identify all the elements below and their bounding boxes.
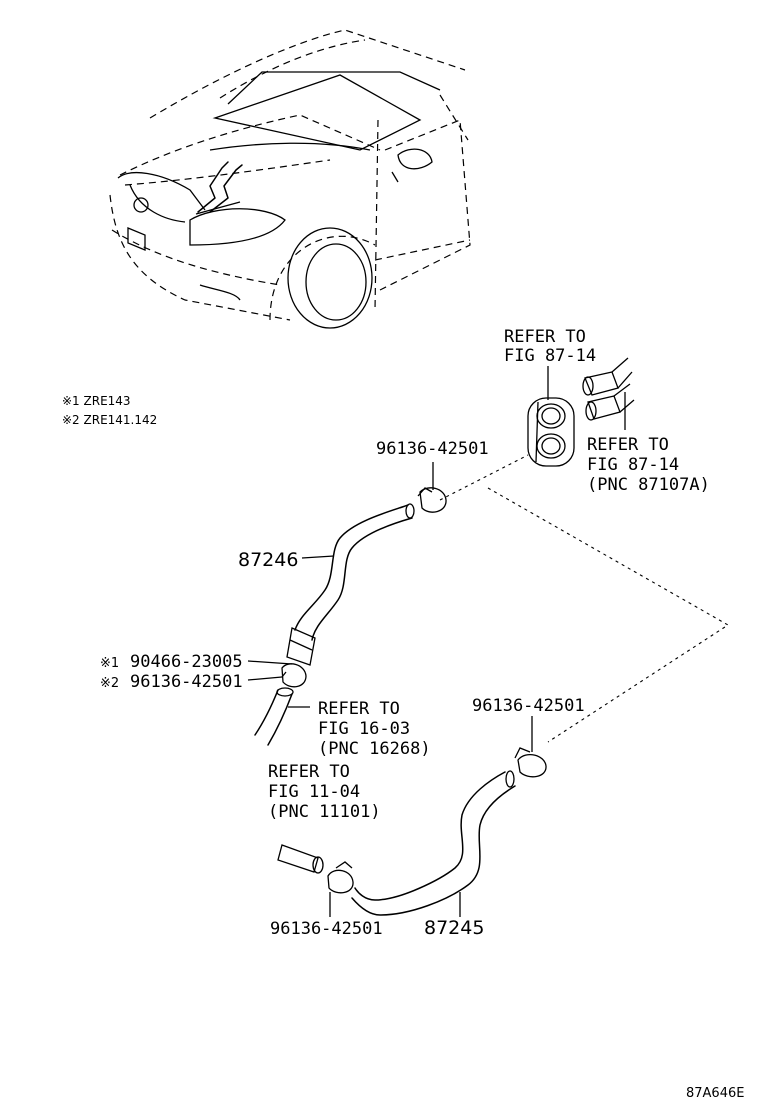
upper-hose-87246 <box>254 487 447 746</box>
part-alt2: 96136-42501 <box>130 672 243 692</box>
vehicle-illustration <box>109 29 471 329</box>
part-hose-87245: 87245 <box>424 917 484 939</box>
heater-unit-connector <box>527 366 575 467</box>
ref-fig1104-line3: (PNC 11101) <box>268 802 381 822</box>
part-clamp-upper: 96136-42501 <box>376 439 489 459</box>
alignment-lines <box>439 454 730 743</box>
heater-pipes <box>582 357 635 430</box>
ref-fig8714-top-line1: REFER TO <box>504 327 586 347</box>
figure-code: 87A646E <box>686 1086 744 1101</box>
ref-fig1603-line3: (PNC 16268) <box>318 739 431 759</box>
ref-fig1104-line1: REFER TO <box>268 762 350 782</box>
legend-note-2: ※2 ZRE141.142 <box>62 413 157 427</box>
ref-fig1603-line1: REFER TO <box>318 699 400 719</box>
ref-fig8714-top-line2: FIG 87-14 <box>504 346 596 366</box>
ref-fig8714-right-line1: REFER TO <box>587 435 669 455</box>
part-hose-87246: 87246 <box>238 549 298 571</box>
part-alt1: 90466-23005 <box>130 652 243 672</box>
lower-hose-87245 <box>277 747 547 916</box>
alt1-mark: ※1 <box>100 656 119 671</box>
ref-fig1104-line2: FIG 11-04 <box>268 782 360 802</box>
part-clamp-right: 96136-42501 <box>472 696 585 716</box>
legend-note-1: ※1 ZRE143 <box>62 394 131 408</box>
part-clamp-lower: 96136-42501 <box>270 919 383 939</box>
ref-fig8714-right-line3: (PNC 87107A) <box>587 475 710 495</box>
alt2-mark: ※2 <box>100 676 119 691</box>
ref-fig8714-right-line2: FIG 87-14 <box>587 455 679 475</box>
leader-lines <box>247 462 533 917</box>
ref-fig1603-line2: FIG 16-03 <box>318 719 410 739</box>
